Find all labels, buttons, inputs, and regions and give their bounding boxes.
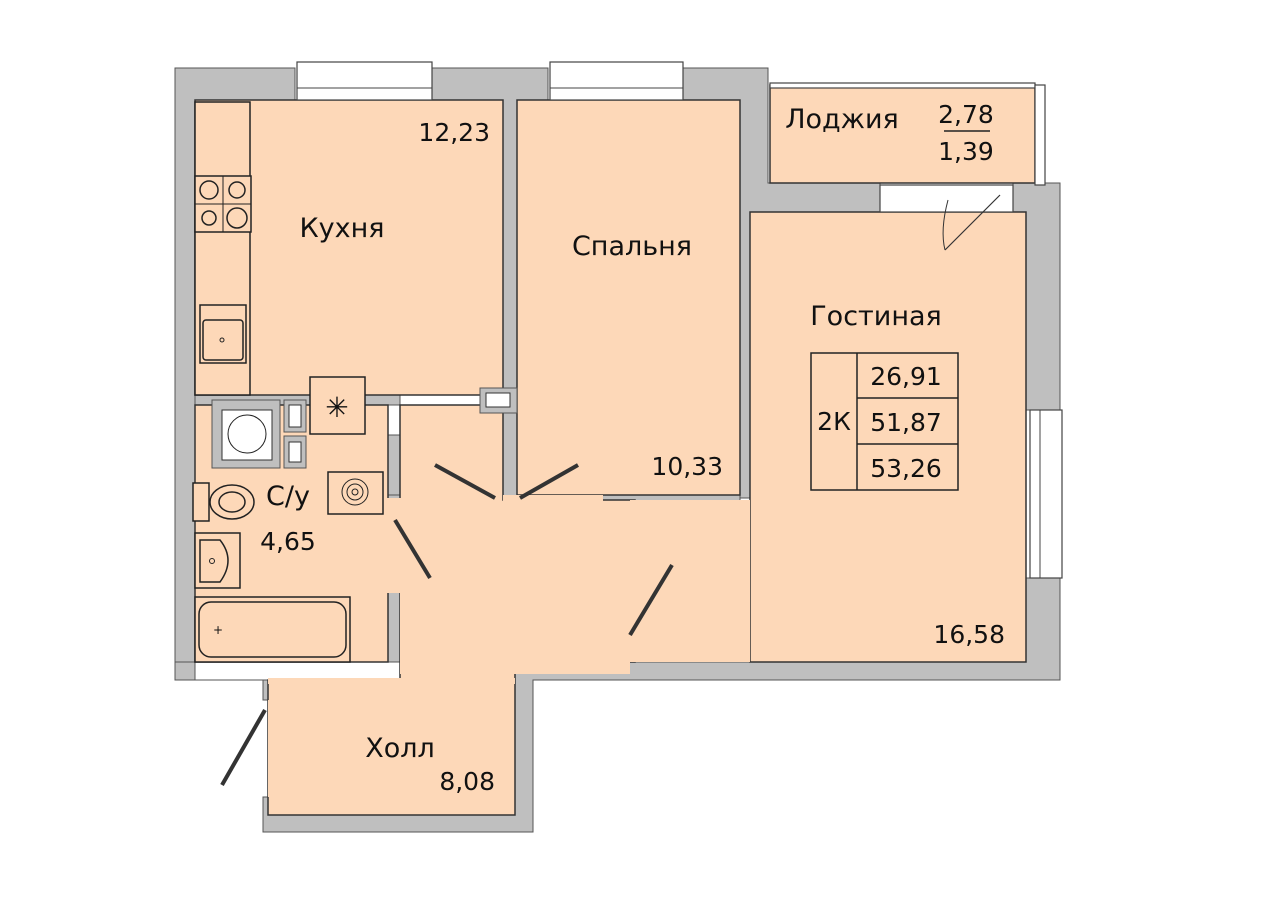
vent-icon xyxy=(283,387,518,469)
loggia-reduced-area-value: 1,39 xyxy=(938,137,994,166)
bedroom-label: Спальня xyxy=(572,231,692,262)
area-summary-table: 2К 26,91 51,87 53,26 xyxy=(810,352,959,491)
living-window xyxy=(1029,409,1063,579)
loggia-label: Лоджия xyxy=(785,104,899,135)
living-label: Гостиная xyxy=(810,301,942,332)
living-area-value: 16,58 xyxy=(933,620,1005,649)
svg-text:+: + xyxy=(213,623,223,637)
toilet-icon xyxy=(192,482,255,522)
loggia-area xyxy=(769,84,1036,184)
total-area-with-loggia: 53,26 xyxy=(870,454,942,483)
svg-text:✳: ✳ xyxy=(325,391,348,424)
living-area-total: 26,91 xyxy=(870,362,942,391)
loggia-area-value: 2,78 xyxy=(938,100,994,129)
bathroom-label: С/у xyxy=(266,481,310,512)
stove-icon xyxy=(194,175,252,233)
sink-icon xyxy=(199,304,247,364)
loggia-window-side xyxy=(1034,84,1046,186)
hall-area-value: 8,08 xyxy=(439,767,495,796)
fixtures: ✳ + xyxy=(192,101,518,663)
room-labels: Кухня 12,23 Спальня 10,33 Гостиная 16,58… xyxy=(260,100,1005,796)
kitchen-area-value: 12,23 xyxy=(418,118,490,147)
living-area xyxy=(749,211,1027,663)
total-area: 51,87 xyxy=(870,408,942,437)
washbasin-icon xyxy=(194,532,241,589)
bedroom-area-value: 10,33 xyxy=(651,452,723,481)
bedroom-area xyxy=(516,99,741,496)
loggia-window-top xyxy=(769,82,1036,89)
apartment-type: 2К xyxy=(817,407,851,436)
bathroom-area-value: 4,65 xyxy=(260,527,316,556)
kitchen-label: Кухня xyxy=(299,213,384,244)
bedroom-window xyxy=(549,61,684,101)
kitchen-window xyxy=(296,61,433,101)
hall-label: Холл xyxy=(365,733,435,764)
fan-icon: ✳ xyxy=(309,376,366,435)
doors xyxy=(220,194,1001,786)
boiler-icon xyxy=(327,471,384,515)
washing-machine-icon xyxy=(211,399,281,469)
bathtub-icon: + xyxy=(194,596,351,663)
